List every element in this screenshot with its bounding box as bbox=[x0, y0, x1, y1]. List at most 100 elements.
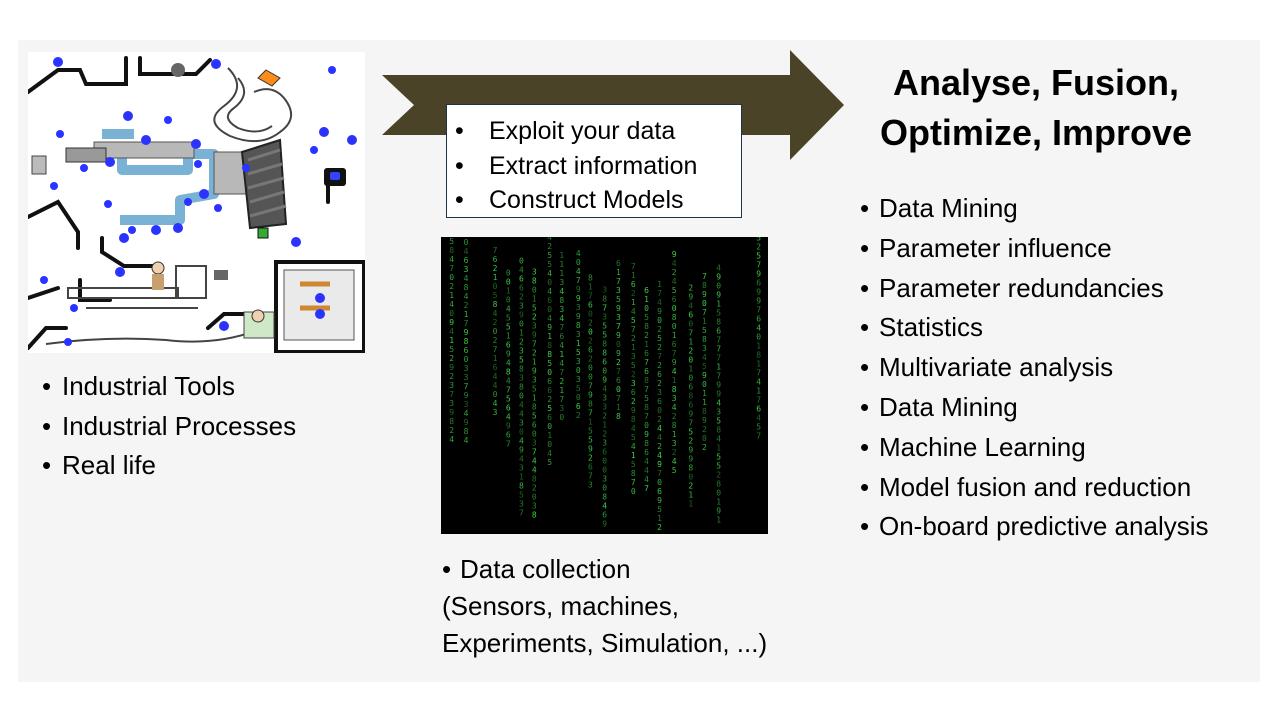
matrix-glyph: 9 bbox=[702, 416, 707, 425]
matrix-glyph: 1 bbox=[644, 295, 649, 304]
matrix-glyph: 4 bbox=[672, 457, 677, 466]
matrix-glyph: 3 bbox=[464, 373, 469, 382]
matrix-glyph: 2 bbox=[631, 370, 636, 379]
matrix-glyph: 3 bbox=[657, 388, 662, 397]
matrix-glyph: 6 bbox=[532, 421, 537, 430]
matrix-glyph: 7 bbox=[616, 394, 621, 403]
analysis-title-line: Optimize, Improve bbox=[879, 112, 1193, 153]
matrix-glyph: 4 bbox=[547, 314, 552, 323]
matrix-glyph: 7 bbox=[702, 308, 707, 317]
matrix-glyph: 4 bbox=[547, 449, 552, 458]
matrix-glyph: 6 bbox=[519, 275, 524, 284]
analysis-item: Multivariate analysis bbox=[860, 349, 1209, 389]
matrix-glyph: 9 bbox=[519, 446, 524, 455]
matrix-glyph: 1 bbox=[559, 350, 564, 359]
matrix-glyph: 9 bbox=[602, 375, 607, 384]
matrix-glyph: 7 bbox=[657, 289, 662, 298]
matrix-glyph: 5 bbox=[547, 404, 552, 413]
matrix-glyph: 5 bbox=[616, 295, 621, 304]
matrix-glyph: 3 bbox=[532, 322, 537, 331]
matrix-glyph: 1 bbox=[644, 340, 649, 349]
matrix-glyph: 3 bbox=[559, 305, 564, 314]
matrix-glyph: 4 bbox=[756, 378, 761, 387]
matrix-glyph: 0 bbox=[576, 366, 581, 375]
data-collection: Data collection (Sensors, machines, Expe… bbox=[442, 552, 767, 662]
matrix-glyph: 4 bbox=[631, 442, 636, 451]
matrix-glyph: 2 bbox=[644, 331, 649, 340]
matrix-glyph: 4 bbox=[493, 309, 498, 318]
matrix-glyph: 2 bbox=[672, 268, 677, 277]
matrix-glyph: 4 bbox=[559, 341, 564, 350]
matrix-glyph: 1 bbox=[672, 430, 677, 439]
matrix-glyph: 7 bbox=[716, 345, 721, 354]
matrix-glyph: 0 bbox=[616, 340, 621, 349]
matrix-glyph: 5 bbox=[756, 423, 761, 432]
matrix-glyph: 4 bbox=[449, 435, 454, 444]
matrix-glyph: 1 bbox=[588, 282, 593, 291]
matrix-glyph: 6 bbox=[644, 286, 649, 295]
matrix-glyph: 6 bbox=[631, 280, 636, 289]
matrix-glyph: 3 bbox=[449, 381, 454, 390]
matrix-glyph: 0 bbox=[657, 316, 662, 325]
matrix-glyph: 2 bbox=[588, 354, 593, 363]
matrix-glyph: 6 bbox=[464, 346, 469, 355]
matrix-glyph: 3 bbox=[519, 419, 524, 428]
analysis-item: Statistics bbox=[860, 309, 1209, 349]
matrix-glyph: 6 bbox=[547, 377, 552, 386]
matrix-glyph: 2 bbox=[519, 293, 524, 302]
matrix-glyph: 4 bbox=[657, 451, 662, 460]
matrix-glyph: 7 bbox=[506, 439, 511, 448]
matrix-glyph: 6 bbox=[547, 386, 552, 395]
matrix-glyph: 9 bbox=[588, 444, 593, 453]
matrix-glyph: 4 bbox=[506, 358, 511, 367]
matrix-glyph: 2 bbox=[602, 429, 607, 438]
matrix-glyph: 5 bbox=[547, 458, 552, 467]
matrix-glyph: 0 bbox=[644, 421, 649, 430]
matrix-glyph: 4 bbox=[493, 381, 498, 390]
matrix-glyph: 0 bbox=[588, 327, 593, 336]
matrix-glyph: 7 bbox=[464, 319, 469, 328]
matrix-glyph: 2 bbox=[493, 318, 498, 327]
matrix-glyph: 4 bbox=[532, 457, 537, 466]
matrix-glyph: 2 bbox=[688, 436, 693, 445]
matrix-glyph: 1 bbox=[672, 331, 677, 340]
matrix-glyph: 3 bbox=[576, 357, 581, 366]
matrix-glyph: 5 bbox=[631, 460, 636, 469]
matrix-glyph: 3 bbox=[559, 404, 564, 413]
matrix-glyph: 7 bbox=[602, 303, 607, 312]
matrix-glyph: 8 bbox=[688, 463, 693, 472]
analysis-item: Data Mining bbox=[860, 389, 1209, 429]
matrix-glyph: 5 bbox=[449, 345, 454, 354]
matrix-glyph: 1 bbox=[464, 310, 469, 319]
matrix-glyph: 6 bbox=[493, 255, 498, 264]
analysis-item: Data Mining bbox=[860, 190, 1209, 230]
matrix-glyph: 8 bbox=[588, 399, 593, 408]
matrix-glyph: 7 bbox=[559, 395, 564, 404]
matrix-glyph: 7 bbox=[716, 336, 721, 345]
matrix-glyph: 8 bbox=[716, 480, 721, 489]
matrix-glyph: 2 bbox=[493, 264, 498, 273]
matrix-glyph: 2 bbox=[657, 523, 662, 532]
matrix-glyph: 5 bbox=[702, 362, 707, 371]
matrix-glyph: 6 bbox=[644, 448, 649, 457]
matrix-glyph: 1 bbox=[716, 363, 721, 372]
matrix-glyph: 7 bbox=[559, 323, 564, 332]
matrix-glyph: 7 bbox=[616, 322, 621, 331]
matrix-glyph: 1 bbox=[631, 451, 636, 460]
matrix-glyph: 2 bbox=[532, 484, 537, 493]
matrix-glyph: 7 bbox=[449, 264, 454, 273]
matrix-glyph: 0 bbox=[657, 478, 662, 487]
matrix-glyph: 7 bbox=[756, 369, 761, 378]
matrix-glyph: 4 bbox=[464, 409, 469, 418]
matrix-glyph: 7 bbox=[506, 385, 511, 394]
matrix-glyph: 6 bbox=[688, 400, 693, 409]
matrix-glyph: 3 bbox=[576, 303, 581, 312]
matrix-glyph: 0 bbox=[547, 305, 552, 314]
matrix-glyph: 4 bbox=[559, 359, 564, 368]
matrix-glyph: 4 bbox=[631, 307, 636, 316]
matrix-glyph: 1 bbox=[449, 291, 454, 300]
matrix-glyph: 1 bbox=[506, 286, 511, 295]
matrix-glyph: 1 bbox=[716, 444, 721, 453]
matrix-glyph: 6 bbox=[547, 296, 552, 305]
matrix-glyph: 3 bbox=[576, 330, 581, 339]
